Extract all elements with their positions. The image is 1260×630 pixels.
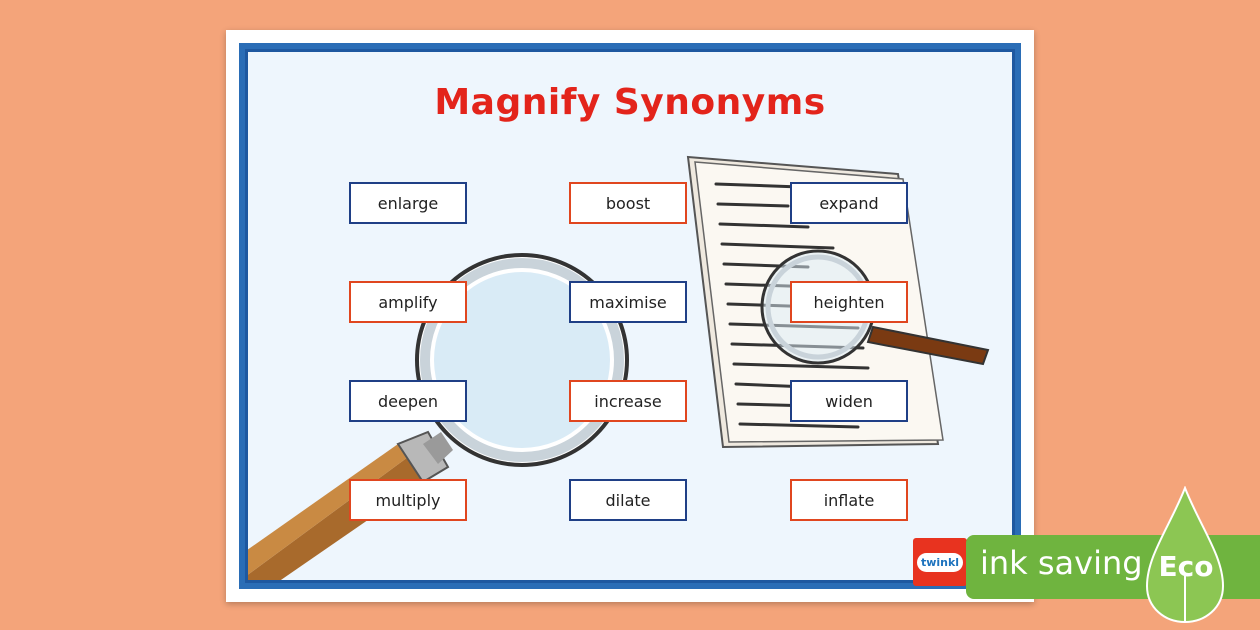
worksheet-canvas: Magnify Synonyms enlarge boost expand am… xyxy=(248,52,1012,580)
word-card: boost xyxy=(569,182,687,224)
word-card: dilate xyxy=(569,479,687,521)
eco-leaf-icon xyxy=(1145,486,1225,624)
word-card: maximise xyxy=(569,281,687,323)
word-card: deepen xyxy=(349,380,467,422)
word-card: heighten xyxy=(790,281,908,323)
eco-banner-label: ink saving xyxy=(980,544,1143,582)
worksheet-border: Magnify Synonyms enlarge boost expand am… xyxy=(239,43,1021,589)
word-card: enlarge xyxy=(349,182,467,224)
word-card: inflate xyxy=(790,479,908,521)
word-card: widen xyxy=(790,380,908,422)
twinkl-logo-text: twinkl xyxy=(916,552,964,572)
worksheet-page: Magnify Synonyms enlarge boost expand am… xyxy=(226,30,1034,602)
word-card: amplify xyxy=(349,281,467,323)
word-card: multiply xyxy=(349,479,467,521)
twinkl-logo: twinkl xyxy=(913,538,967,586)
eco-badge-label: Eco xyxy=(1158,550,1214,583)
worksheet-title: Magnify Synonyms xyxy=(434,82,826,123)
word-card: expand xyxy=(790,182,908,224)
word-card: increase xyxy=(569,380,687,422)
